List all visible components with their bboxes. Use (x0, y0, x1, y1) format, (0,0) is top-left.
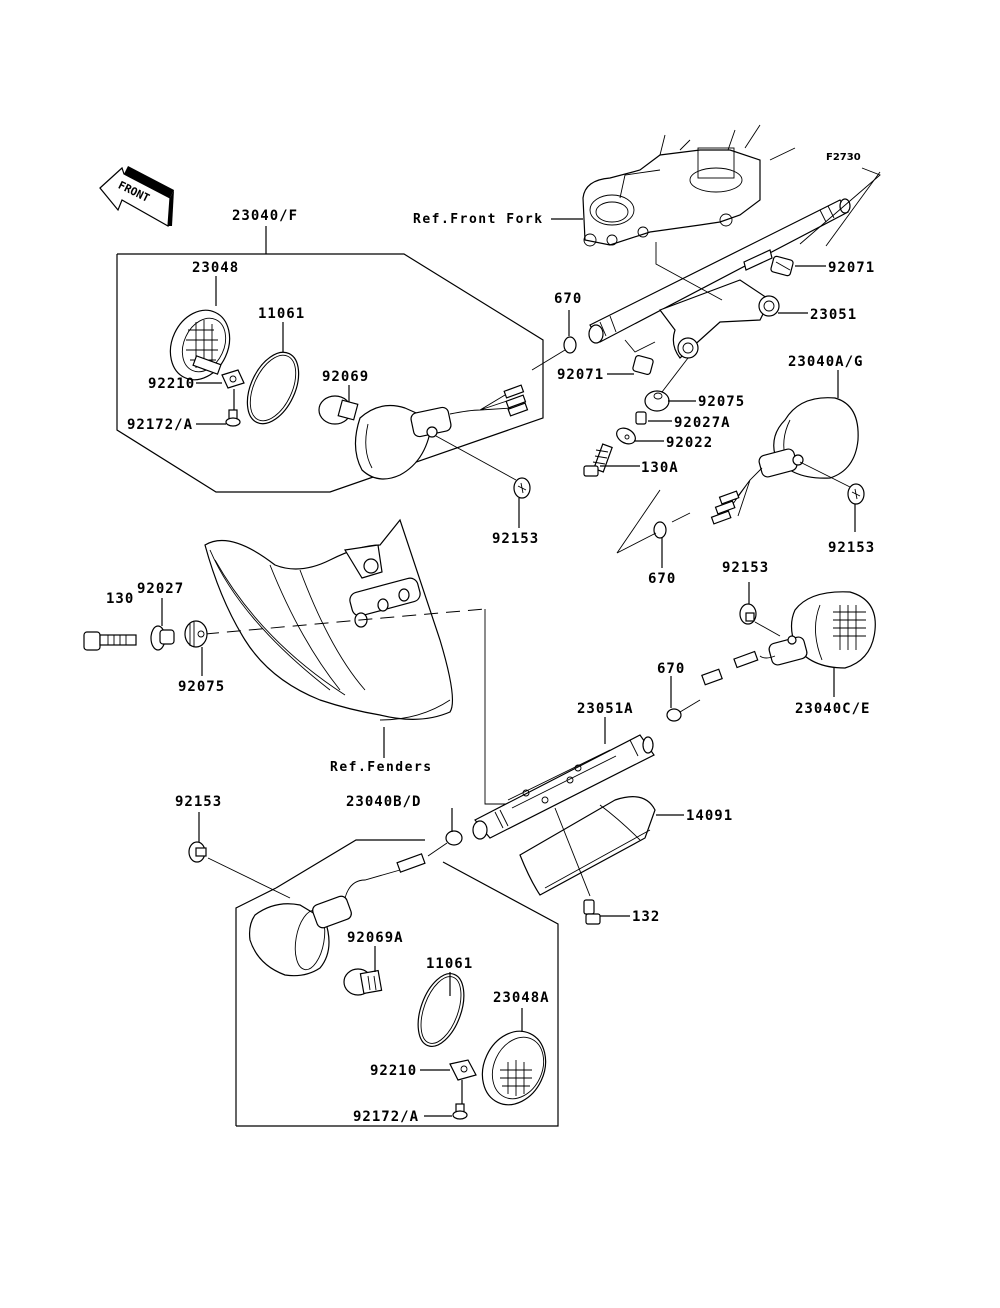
screw-92153-top[interactable] (513, 477, 531, 499)
lens-23048A[interactable] (471, 1021, 557, 1115)
bolt-130[interactable] (83, 631, 137, 651)
callout-11061-top[interactable]: 11061 (258, 306, 305, 322)
ref-fenders[interactable]: Ref.Fenders (330, 760, 433, 775)
callout-92153-top[interactable]: 92153 (492, 531, 539, 547)
callout-92069A[interactable]: 92069A (347, 930, 404, 946)
callout-92210-bottom[interactable]: 92210 (370, 1063, 417, 1079)
callout-23051A[interactable]: 23051A (577, 701, 634, 717)
callout-92153-center-right[interactable]: 92153 (722, 560, 769, 576)
callout-23040CE[interactable]: 23040C/E (795, 701, 870, 717)
screw-92153-center-right[interactable] (739, 603, 757, 625)
callout-92027[interactable]: 92027 (137, 581, 184, 597)
callout-132[interactable]: 132 (632, 909, 660, 925)
front-fork-bracket (582, 124, 796, 247)
callout-92071-right[interactable]: 92071 (828, 260, 875, 276)
o-ring-670-bottom[interactable] (445, 830, 463, 846)
grommet-92075-left[interactable] (184, 620, 208, 648)
front-direction-arrow-icon: FRONT (99, 166, 174, 227)
washer-92022[interactable] (614, 425, 638, 447)
grommet-92075-mid[interactable] (644, 390, 670, 412)
front-fender (204, 518, 454, 721)
callout-92075-left[interactable]: 92075 (178, 679, 225, 695)
o-ring-670-top[interactable] (563, 336, 577, 354)
callout-23048A[interactable]: 23048A (493, 990, 550, 1006)
screw-92172A-bottom[interactable] (452, 1103, 468, 1120)
lens-23048[interactable] (159, 301, 240, 390)
callout-670-right[interactable]: 670 (648, 571, 676, 587)
callout-23040F[interactable]: 23040/F (232, 208, 298, 224)
callout-23040AG[interactable]: 23040A/G (788, 354, 863, 370)
screw-92153-bottom-left[interactable] (188, 841, 207, 863)
bracket-23051A[interactable] (472, 734, 655, 840)
collar-92027A[interactable] (635, 411, 647, 425)
gasket-11061[interactable] (237, 344, 309, 431)
bulb-92069[interactable] (318, 395, 359, 425)
callout-92075-mid[interactable]: 92075 (698, 394, 745, 410)
callout-14091[interactable]: 14091 (686, 808, 733, 824)
screw-92153-right[interactable] (847, 483, 865, 505)
screw-92172A-top[interactable] (225, 409, 241, 427)
gasket-11061-bottom[interactable] (409, 967, 473, 1052)
callout-23051[interactable]: 23051 (810, 307, 857, 323)
callout-92071-mid[interactable]: 92071 (557, 367, 604, 383)
screw-132[interactable] (583, 899, 601, 925)
callout-92153-bottom-left[interactable]: 92153 (175, 794, 222, 810)
bracket-23051[interactable] (588, 198, 851, 359)
turn-signal-23040CE[interactable] (701, 591, 876, 686)
callout-23048[interactable]: 23048 (192, 260, 239, 276)
cover-14091[interactable] (519, 796, 656, 896)
callout-92022[interactable]: 92022 (666, 435, 713, 451)
clip-92071-mid[interactable] (632, 355, 654, 375)
o-ring-670-mid[interactable] (666, 708, 682, 722)
bolt-130A[interactable] (583, 443, 613, 477)
ref-front-fork[interactable]: Ref.Front Fork (413, 212, 544, 227)
callout-92172A-top[interactable]: 92172/A (127, 417, 193, 433)
callout-92153-right[interactable]: 92153 (828, 540, 875, 556)
turn-signal-housing-23040F[interactable] (354, 384, 529, 480)
callout-92172A-bottom[interactable]: 92172/A (353, 1109, 419, 1125)
callout-130[interactable]: 130 (106, 591, 134, 607)
nut-92210-top[interactable] (221, 369, 245, 389)
callout-23040BD[interactable]: 23040B/D (346, 794, 421, 810)
nut-92210-bottom[interactable] (449, 1059, 477, 1081)
figure-code: F2730 (826, 152, 861, 163)
callout-92027A[interactable]: 92027A (674, 415, 731, 431)
callout-130A[interactable]: 130A (641, 460, 679, 476)
callout-11061-bottom[interactable]: 11061 (426, 956, 473, 972)
group-23040BD (235, 839, 559, 1127)
callout-92069[interactable]: 92069 (322, 369, 369, 385)
callout-670-mid[interactable]: 670 (657, 661, 685, 677)
collar-92027[interactable] (150, 625, 175, 651)
turn-signal-23040AG[interactable] (710, 397, 859, 525)
callout-670-top[interactable]: 670 (554, 291, 582, 307)
o-ring-670-right[interactable] (653, 521, 667, 539)
bulb-92069A[interactable] (343, 968, 383, 996)
callout-92210-top[interactable]: 92210 (148, 376, 195, 392)
turn-signal-housing-23040BD[interactable] (248, 853, 426, 977)
group-23040F (116, 226, 544, 493)
clip-92071-right[interactable] (770, 255, 794, 277)
